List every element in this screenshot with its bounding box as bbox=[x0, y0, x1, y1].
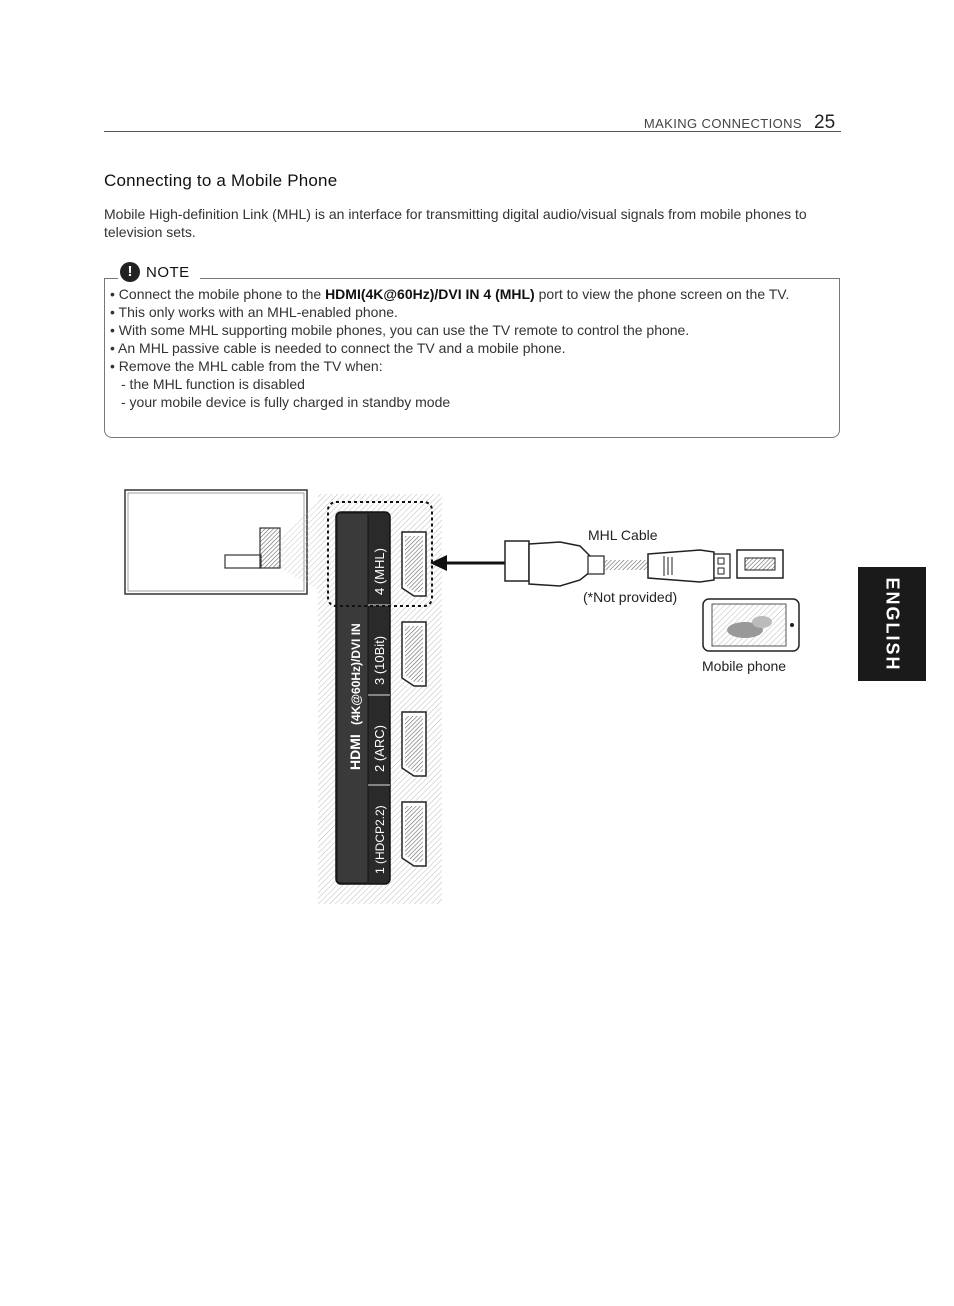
note-item: • Remove the MHL cable from the TV when: bbox=[110, 358, 383, 374]
cable-note: (*Not provided) bbox=[583, 589, 678, 605]
note-item-text: This only works with an MHL-enabled phon… bbox=[118, 304, 398, 320]
micro-usb-port-icon bbox=[736, 549, 784, 579]
note-item-suffix: port to view the phone screen on the TV. bbox=[534, 286, 790, 302]
note-item-prefix: Connect the mobile phone to the bbox=[118, 286, 326, 302]
hdmi-logo: HDMI bbox=[347, 734, 363, 770]
intro-paragraph: Mobile High-definition Link (MHL) is an … bbox=[104, 206, 807, 240]
note-label: NOTE bbox=[146, 264, 190, 281]
port-label-2: 2 (ARC) bbox=[372, 725, 387, 772]
note-list: • Connect the mobile phone to the HDMI(4… bbox=[110, 285, 836, 411]
hdmi-socket-icon bbox=[401, 711, 427, 777]
mhl-cable-icon bbox=[504, 540, 731, 587]
tv-back-icon bbox=[124, 489, 318, 595]
note-item-text: With some MHL supporting mobile phones, … bbox=[118, 322, 690, 338]
note-item: • An MHL passive cable is needed to conn… bbox=[110, 340, 566, 356]
hdmi-port-panel bbox=[318, 494, 442, 904]
port-label-1: 1 (HDCP2.2) bbox=[373, 805, 387, 874]
note-item-text: An MHL passive cable is needed to connec… bbox=[118, 340, 566, 356]
hdmi-socket-icon bbox=[401, 621, 427, 687]
language-tab-label-wrap: ENGLISH bbox=[858, 567, 926, 681]
port-group-label: (4K@60Hz)/DVI IN bbox=[349, 623, 363, 725]
phone-label: Mobile phone bbox=[702, 658, 787, 674]
note-item: • This only works with an MHL-enabled ph… bbox=[110, 304, 398, 320]
note-border-top bbox=[200, 278, 840, 279]
language-tab-label: ENGLISH bbox=[882, 576, 903, 672]
header-rule bbox=[104, 131, 841, 132]
page-number: 25 bbox=[814, 112, 836, 133]
arrow-left-icon bbox=[430, 555, 506, 571]
section-title: MAKING CONNECTIONS bbox=[643, 116, 802, 131]
hdmi-socket-icon bbox=[401, 801, 427, 867]
hdmi-socket-icon bbox=[401, 531, 427, 597]
note-subitem: - the MHL function is disabled bbox=[121, 376, 305, 392]
cable-label: MHL Cable bbox=[588, 527, 658, 543]
port-label-3: 3 (10Bit) bbox=[372, 636, 387, 685]
note-item: • Connect the mobile phone to the HDMI(4… bbox=[110, 286, 790, 302]
note-border-left bbox=[104, 278, 118, 279]
note-box bbox=[104, 278, 840, 438]
language-tab bbox=[858, 567, 926, 681]
page-heading: Connecting to a Mobile Phone bbox=[104, 171, 338, 190]
port-label-4: 4 (MHL) bbox=[372, 548, 387, 595]
exclamation-icon: ! bbox=[120, 262, 140, 282]
note-item: • With some MHL supporting mobile phones… bbox=[110, 322, 690, 338]
note-subitem: - your mobile device is fully charged in… bbox=[121, 394, 451, 410]
mobile-phone-icon bbox=[702, 598, 800, 652]
hdmi-port-name: HDMI(4K@60Hz)/DVI IN 4 (MHL) bbox=[325, 286, 535, 302]
note-item-text: Remove the MHL cable from the TV when: bbox=[118, 358, 383, 374]
